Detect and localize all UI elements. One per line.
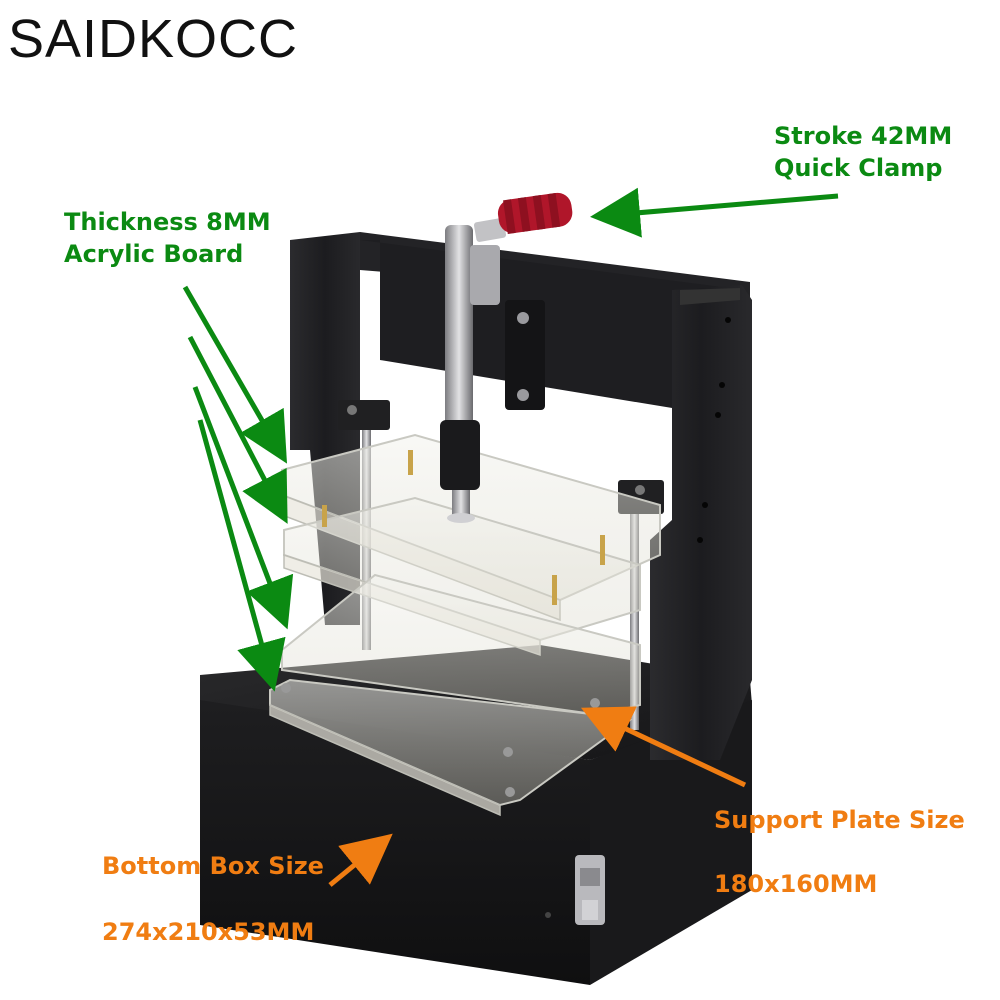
support-arrow <box>580 706 747 788</box>
black-frame <box>290 232 752 760</box>
acrylic-arrow-3 <box>192 386 294 630</box>
support-plate-title: Support Plate Size <box>714 806 965 834</box>
quick-clamp <box>440 192 573 523</box>
bottom-box-title: Bottom Box Size <box>102 852 324 880</box>
brand-title: SAIDKOCC <box>8 9 299 69</box>
annotation-arrows <box>182 187 839 887</box>
acrylic-label-line2: Acrylic Board <box>64 240 244 268</box>
box-arrow <box>328 833 393 887</box>
bottom-box-size: 274x210x53MM <box>102 918 315 946</box>
clamp-handle <box>497 192 573 235</box>
clamp-label-line1: Stroke 42MM <box>774 122 953 150</box>
acrylic-arrow-4 <box>197 419 286 692</box>
support-plate-size: 180x160MM <box>714 870 878 898</box>
acrylic-label: Thickness 8MM Acrylic Board <box>64 206 271 270</box>
acrylic-arrow-2 <box>187 335 288 524</box>
clamp-label: Stroke 42MM Quick Clamp <box>774 120 952 184</box>
acrylic-label-line1: Thickness 8MM <box>64 208 271 236</box>
clamp-arrow <box>590 187 839 238</box>
acrylic-arrow-1 <box>182 285 288 464</box>
clamp-label-line2: Quick Clamp <box>774 154 943 182</box>
